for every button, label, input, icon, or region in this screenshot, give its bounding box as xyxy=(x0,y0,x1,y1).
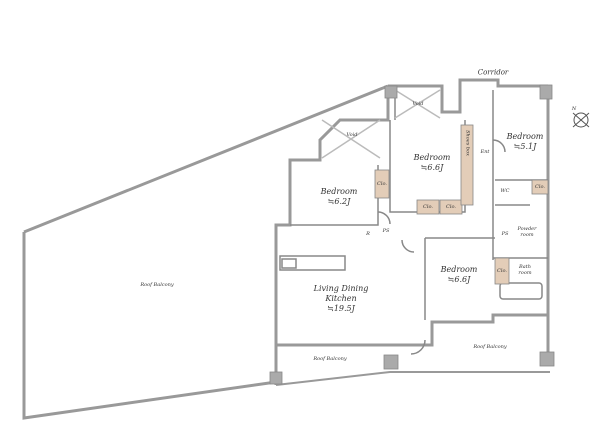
closet-label: Clo. xyxy=(535,184,545,190)
roof-balcony-left-outline xyxy=(22,232,277,420)
roof-balcony-label: Roof Balcony xyxy=(140,282,174,288)
roof-balcony-label: Roof Balcony xyxy=(313,356,347,362)
void-label: Void xyxy=(412,101,424,107)
shoes-box xyxy=(460,124,474,206)
closet-label: Clo. xyxy=(446,204,456,210)
pillar xyxy=(383,354,399,370)
roof-balcony-left-top xyxy=(23,84,389,234)
wc-label: WC xyxy=(500,188,510,194)
void-label: Void xyxy=(346,132,358,138)
closet-4 xyxy=(531,179,549,195)
pillar xyxy=(384,85,398,99)
closet-label: Clo. xyxy=(497,268,507,274)
refrigerator-label: R xyxy=(366,231,370,237)
compass-north-label: N xyxy=(571,106,577,112)
balcony-bottom-rail xyxy=(275,371,550,386)
bedroom-6-2: Bedroom≒6.2J xyxy=(320,187,358,206)
pillar xyxy=(539,351,555,367)
unit-wall-bottom xyxy=(276,313,548,347)
closet-1 xyxy=(374,169,390,199)
compass-icon xyxy=(572,112,590,128)
pillar xyxy=(269,371,283,385)
closet-2 xyxy=(416,199,440,215)
roof-balcony-label: Roof Balcony xyxy=(473,344,507,350)
bedroom-6-6-north: Bedroom≒6.6J xyxy=(413,153,451,172)
closet-5 xyxy=(494,257,510,285)
entrance-label: Ent xyxy=(480,149,490,155)
unit-wall-left xyxy=(274,86,390,345)
shoes-box-label: Shoes box xyxy=(464,130,471,156)
bedroom-5-1: Bedroom≒5.1J xyxy=(506,132,544,151)
closet-label: Clo. xyxy=(423,204,433,210)
ps-label: PS xyxy=(501,231,509,237)
unit-wall-top xyxy=(388,78,548,114)
closet-label: Clo. xyxy=(377,181,387,187)
bedroom-6-6-south: Bedroom≒6.6J xyxy=(440,265,478,284)
closet-3 xyxy=(439,199,463,215)
ps-label: PS xyxy=(382,228,390,234)
corridor-label: Corridor xyxy=(477,68,509,77)
pillar xyxy=(539,84,553,100)
